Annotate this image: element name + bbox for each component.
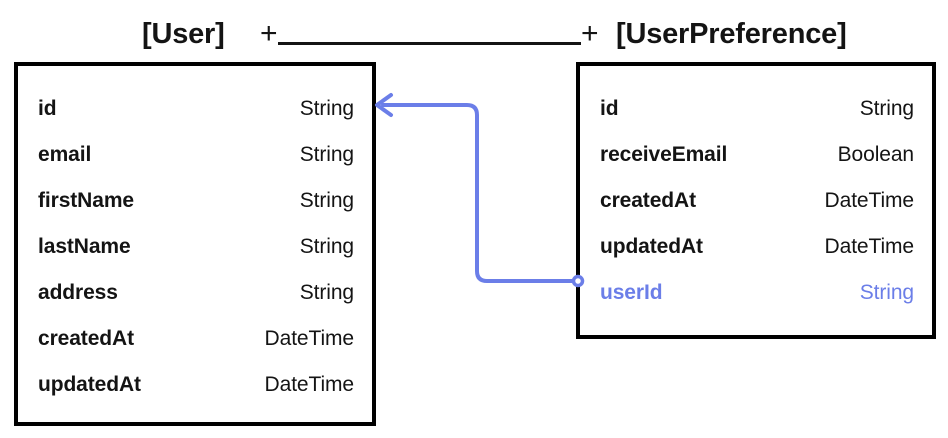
field-type: String — [859, 281, 914, 304]
field-list-userpreference: id String receiveEmail Boolean createdAt… — [580, 86, 932, 316]
field-row[interactable]: createdAt DateTime — [600, 178, 914, 224]
field-row[interactable]: email String — [38, 132, 354, 178]
field-row[interactable]: receiveEmail Boolean — [600, 132, 914, 178]
field-type: String — [299, 235, 354, 258]
field-type: DateTime — [824, 235, 915, 258]
field-name: id — [600, 97, 619, 120]
field-name: createdAt — [600, 189, 696, 212]
entity-box-userpreference[interactable]: id String receiveEmail Boolean createdAt… — [576, 62, 936, 339]
field-type: DateTime — [824, 189, 915, 212]
field-name: updatedAt — [600, 235, 703, 258]
field-name: lastName — [38, 235, 131, 258]
field-type: String — [859, 97, 914, 120]
field-name: userId — [600, 281, 663, 304]
field-type: Boolean — [837, 143, 914, 166]
field-type: DateTime — [264, 327, 355, 350]
field-type: String — [299, 97, 354, 120]
relationship-left-marker-icon: + — [260, 17, 278, 50]
field-type: String — [299, 143, 354, 166]
field-row[interactable]: id String — [38, 86, 354, 132]
field-name: receiveEmail — [600, 143, 728, 166]
field-name: updatedAt — [38, 373, 141, 396]
field-row[interactable]: firstName String — [38, 178, 354, 224]
connector-arrowhead-icon — [375, 93, 393, 117]
field-row[interactable]: lastName String — [38, 224, 354, 270]
field-row[interactable]: updatedAt DateTime — [600, 224, 914, 270]
relationship-right-marker-icon: + — [581, 17, 599, 50]
entity-title-userpreference: [UserPreference] — [616, 18, 847, 50]
entity-box-user[interactable]: id String email String firstName String … — [14, 62, 376, 426]
field-row-foreign-key[interactable]: userId String — [600, 270, 914, 316]
field-type: DateTime — [264, 373, 355, 396]
field-name: id — [38, 97, 57, 120]
field-name: firstName — [38, 189, 134, 212]
entity-title-user: [User] — [142, 18, 225, 50]
field-type: String — [299, 189, 354, 212]
field-row[interactable]: id String — [600, 86, 914, 132]
field-row[interactable]: createdAt DateTime — [38, 316, 354, 362]
field-name: createdAt — [38, 327, 134, 350]
relationship-line — [278, 42, 581, 45]
field-name: address — [38, 281, 118, 304]
relationship-header: [User] + + [UserPreference] — [0, 10, 948, 56]
connector-path — [381, 103, 575, 283]
field-name: email — [38, 143, 92, 166]
field-list-user: id String email String firstName String … — [18, 86, 372, 408]
field-row[interactable]: address String — [38, 270, 354, 316]
field-row[interactable]: updatedAt DateTime — [38, 362, 354, 408]
field-type: String — [299, 281, 354, 304]
